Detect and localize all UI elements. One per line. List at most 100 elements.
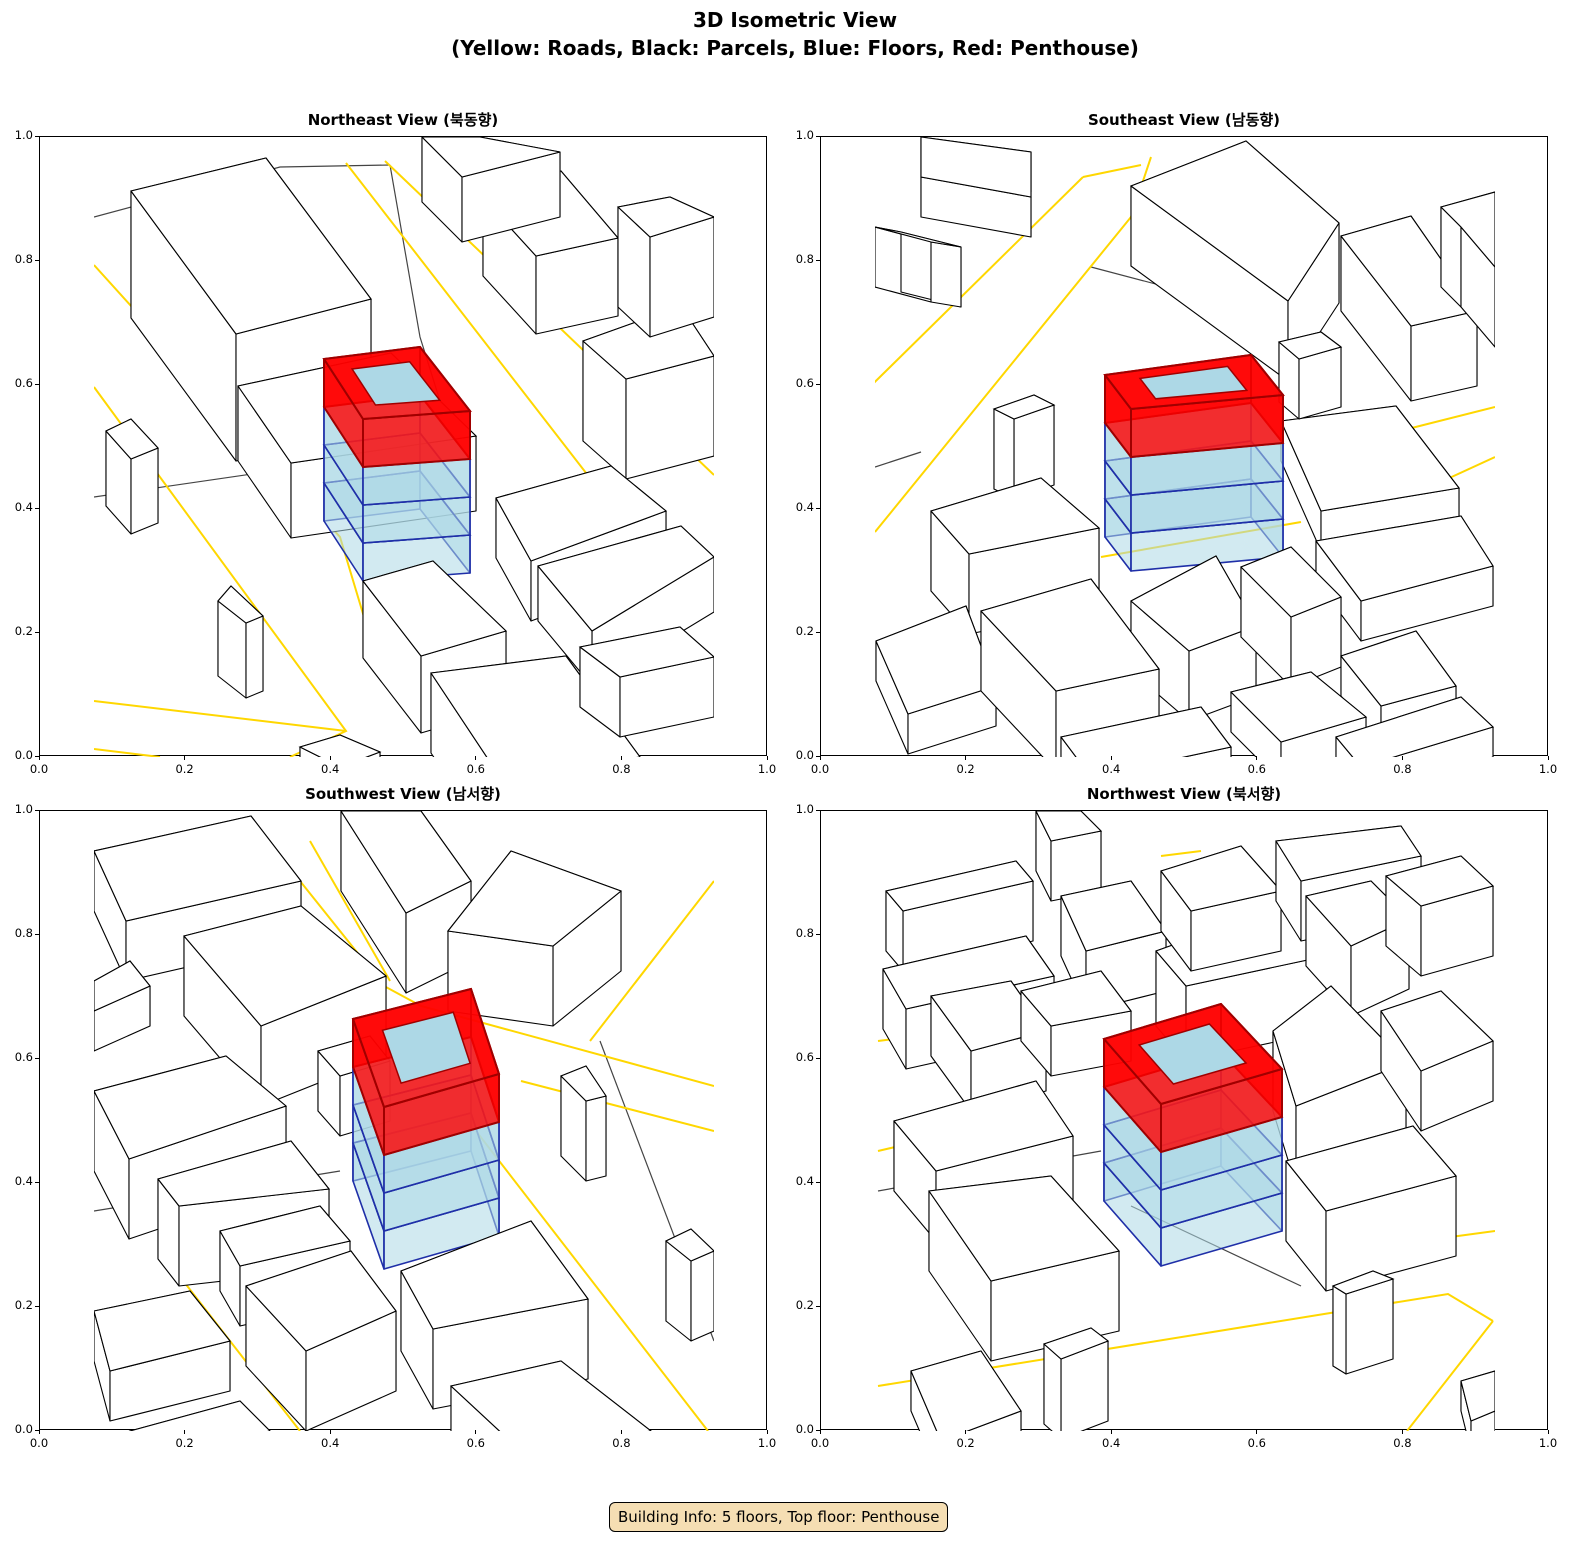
x-tick-label: 0.0: [810, 762, 830, 776]
parcel-building-top: [128, 1400, 271, 1431]
parcel-building-face: [1410, 310, 1478, 402]
road-line: [589, 880, 714, 1042]
parcel-building-top: [1460, 1370, 1495, 1422]
x-tick-mark: [38, 1430, 40, 1434]
parcel-building-top: [94, 960, 151, 1012]
x-tick-label: 0.8: [612, 1436, 631, 1450]
y-tick-mark: [35, 1429, 39, 1431]
road-line: [1160, 850, 1202, 857]
parcel-building-top: [1240, 546, 1342, 618]
y-tick-mark: [816, 1181, 820, 1183]
parcel-building-top: [1042, 1327, 1110, 1360]
x-tick-mark: [965, 1430, 967, 1434]
parcel-building-top: [1035, 811, 1103, 842]
x-tick-mark: [1401, 1430, 1403, 1434]
y-tick-mark: [35, 507, 39, 509]
parcel-building-top: [882, 935, 1055, 1010]
x-tick-label: 0.4: [1102, 1436, 1121, 1450]
y-tick-label: 0.4: [795, 1174, 814, 1188]
x-tick-mark: [1256, 1430, 1258, 1434]
x-tick-mark: [1256, 756, 1258, 760]
x-tick-mark: [1401, 756, 1403, 760]
y-tick-label: 1.0: [795, 128, 814, 142]
parcel-building-top: [928, 1175, 1121, 1282]
x-tick-mark: [620, 1430, 622, 1434]
parcel-building-top: [1129, 140, 1340, 302]
parcel-building-top: [400, 1220, 589, 1330]
y-tick-mark: [35, 755, 39, 757]
parcel-building-top: [449, 1360, 652, 1431]
y-tick-label: 0.4: [795, 500, 814, 514]
panel-title: Southwest View (남서향): [305, 785, 501, 803]
parcel-building-top: [1229, 671, 1368, 743]
y-tick-mark: [816, 809, 820, 811]
x-tick-label: 0.0: [29, 1436, 49, 1450]
scene-southwest: [94, 811, 714, 1431]
y-tick-label: 0.2: [14, 624, 33, 638]
x-tick-label: 1.0: [757, 762, 777, 776]
parcel-building-top: [992, 394, 1056, 420]
parcel-building-top: [537, 525, 714, 632]
parcel-building-face: [690, 1250, 714, 1342]
parcel-building-top: [245, 1250, 397, 1352]
parcel-building-top: [219, 1205, 352, 1267]
x-tick-mark: [1547, 756, 1549, 760]
y-tick-label: 0.6: [14, 376, 33, 390]
x-tick-mark: [38, 756, 40, 760]
y-tick-mark: [816, 631, 820, 633]
x-tick-label: 0.6: [466, 762, 485, 776]
y-tick-mark: [35, 1305, 39, 1307]
y-tick-mark: [35, 135, 39, 137]
x-tick-mark: [184, 1430, 186, 1434]
parcel-building-top: [910, 1350, 1022, 1431]
penthouse-courtyard: [381, 1011, 472, 1085]
y-tick-label: 0.2: [14, 1298, 33, 1312]
figure-title-line2: (Yellow: Roads, Black: Parcels, Blue: Fl…: [451, 36, 1139, 60]
parcel-building-top: [217, 585, 264, 624]
y-tick-label: 0.6: [14, 1050, 33, 1064]
parcel-building-top: [130, 157, 372, 335]
y-tick-mark: [816, 933, 820, 935]
scene-northeast: [94, 137, 714, 757]
x-tick-label: 0.8: [612, 762, 631, 776]
y-tick-mark: [35, 259, 39, 261]
parcel-building-top: [421, 137, 561, 178]
x-tick-label: 1.0: [1538, 1436, 1558, 1450]
y-tick-mark: [35, 631, 39, 633]
building-info-box: Building Info: 5 floors, Top floor: Pent…: [609, 1502, 949, 1532]
parcel-building-face: [649, 216, 714, 338]
x-tick-mark: [1110, 756, 1112, 760]
x-tick-mark: [766, 1430, 768, 1434]
x-tick-label: 0.0: [810, 1436, 830, 1450]
penthouse-courtyard: [1138, 365, 1249, 400]
parcel-building-top: [1020, 970, 1132, 1027]
y-tick-mark: [816, 507, 820, 509]
parcel-building-top: [664, 1228, 714, 1262]
y-tick-label: 0.8: [795, 926, 814, 940]
parcel-building-top: [298, 734, 382, 757]
parcel-building-face: [930, 241, 962, 308]
parcel-building-face: [1298, 346, 1342, 420]
y-tick-mark: [35, 809, 39, 811]
road-line: [1082, 164, 1142, 178]
parcel-building-top: [183, 905, 388, 1027]
x-tick-mark: [184, 756, 186, 760]
parcel-building-top: [495, 465, 668, 562]
plot-area: [820, 136, 1548, 757]
parcel-building-top: [446, 850, 623, 947]
parcel-building-top: [616, 196, 714, 238]
parcel-building-top: [1280, 405, 1460, 512]
parcel-building-top: [1277, 331, 1343, 360]
x-tick-mark: [965, 756, 967, 760]
y-tick-mark: [35, 1057, 39, 1059]
y-tick-mark: [816, 259, 820, 261]
y-tick-label: 0.8: [14, 252, 33, 266]
parcel-building-top: [1380, 990, 1494, 1072]
y-tick-label: 0.2: [795, 1298, 814, 1312]
y-tick-label: 0.0: [795, 748, 814, 762]
parcel-building-top: [362, 560, 508, 657]
